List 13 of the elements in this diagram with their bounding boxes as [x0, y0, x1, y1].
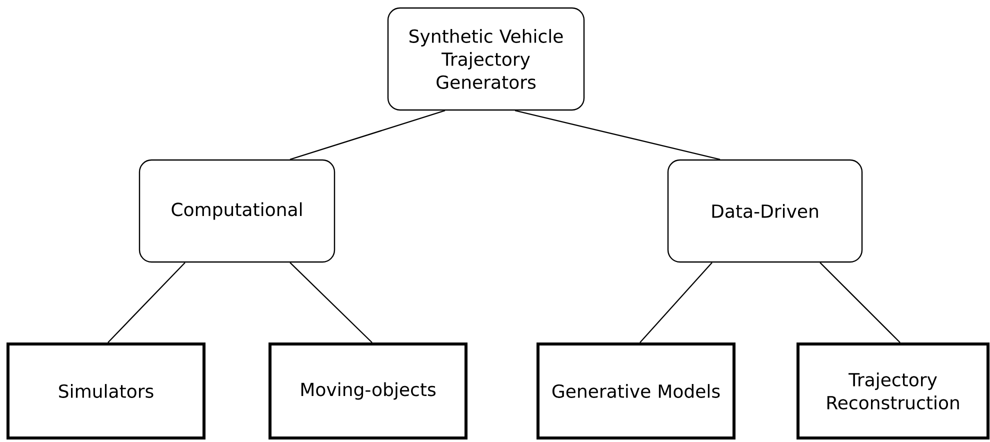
- connector-line: [108, 262, 186, 343]
- connector-line: [290, 262, 372, 343]
- connector-line: [640, 262, 712, 343]
- category-box: Computational: [138, 159, 336, 263]
- category-box: Synthetic Vehicle Trajectory Generators: [387, 7, 585, 111]
- leaf-box: Trajectory Reconstruction: [796, 342, 990, 440]
- leaf-box: Moving-objects: [268, 342, 468, 440]
- leaf-box: Generative Models: [536, 342, 736, 440]
- connector-line: [514, 110, 720, 160]
- connector-line: [820, 262, 900, 343]
- category-box: Data-Driven: [667, 159, 863, 263]
- connector-line: [290, 110, 446, 160]
- leaf-box: Simulators: [6, 342, 206, 440]
